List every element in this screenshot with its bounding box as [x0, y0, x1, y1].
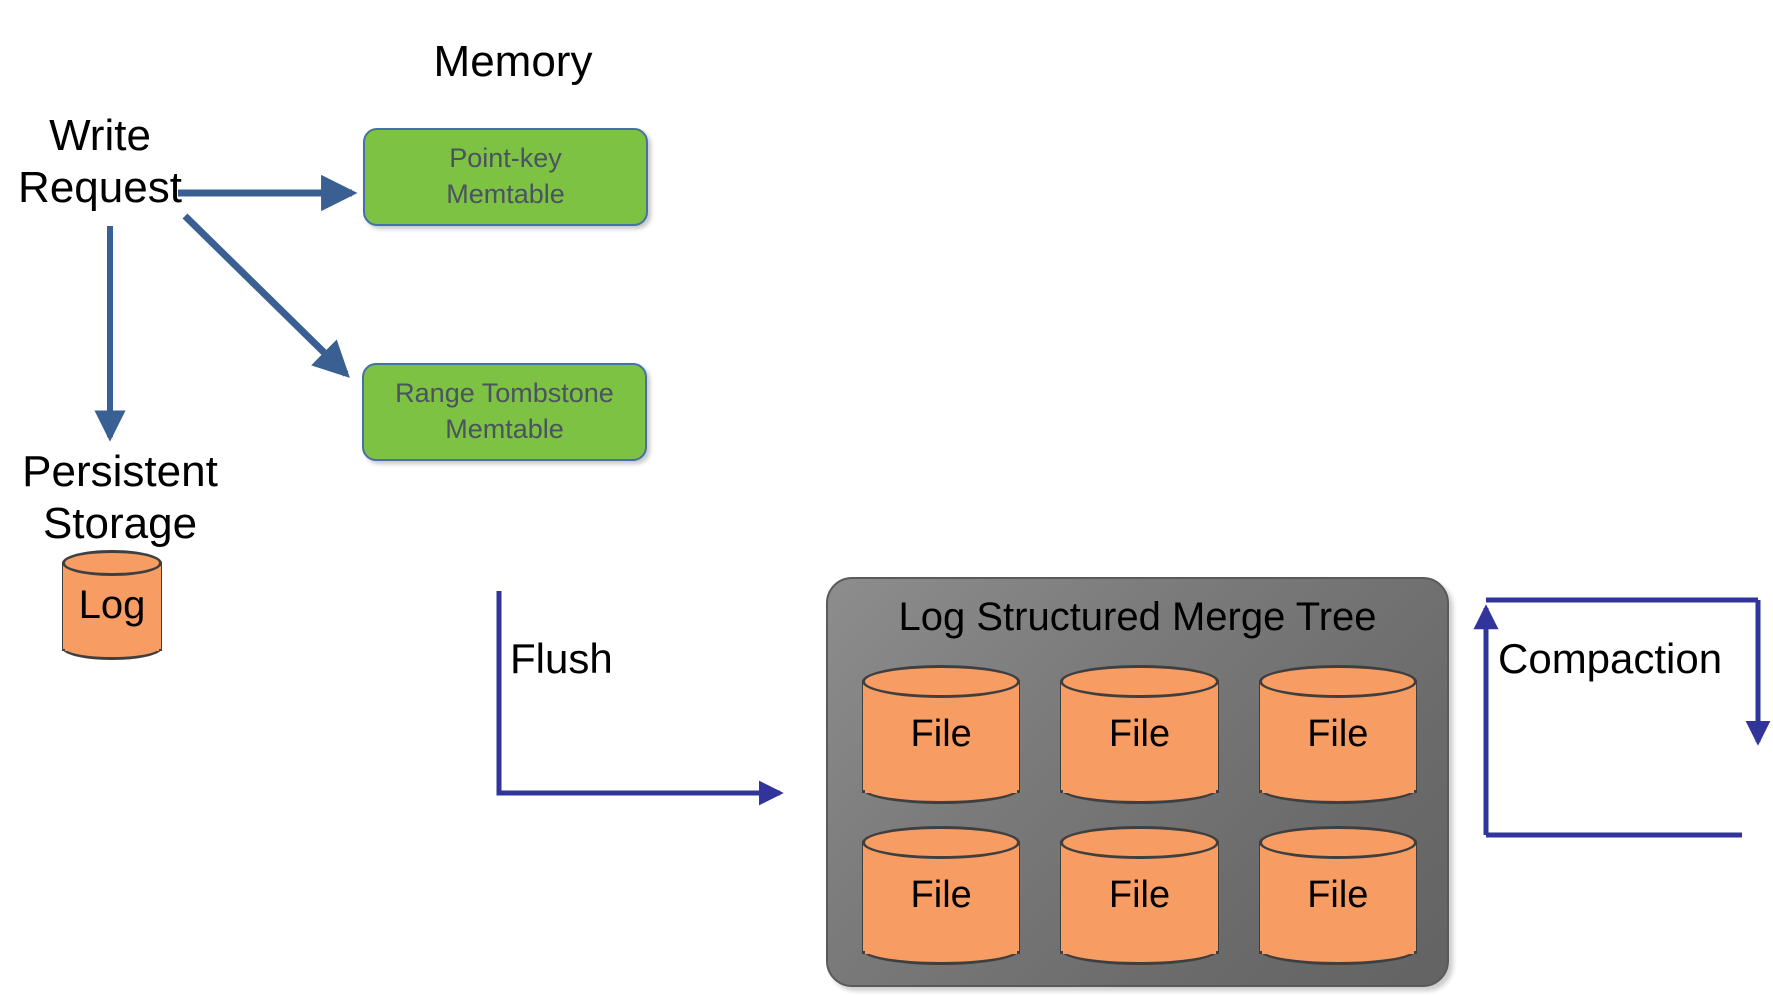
file-cylinder-label: File	[1108, 713, 1171, 755]
compaction-label: Compaction	[1498, 635, 1723, 682]
cylinder-top-cap	[1060, 826, 1219, 860]
arrow-write-to-range-tombstone-memtable	[182, 213, 350, 378]
file-cylinder: File	[1060, 826, 1219, 965]
cylinder-top-cap	[62, 550, 162, 577]
flush-label: Flush	[510, 635, 613, 682]
file-cylinder: File	[1258, 826, 1417, 965]
cylinder-top-cap	[862, 665, 1021, 699]
file-cylinder-label: File	[1307, 874, 1369, 916]
cylinder-body-fill	[1061, 680, 1218, 791]
cylinder-body-fill	[1061, 841, 1218, 952]
cylinder-top-cap	[862, 826, 1021, 860]
cylinder-body-fill	[63, 562, 161, 649]
file-cylinder-label: File	[910, 874, 972, 916]
cylinder-body-fill	[863, 680, 1020, 791]
memory-heading: Memory	[433, 37, 593, 86]
file-cylinder-label: File	[910, 713, 972, 755]
log-cylinder-label: Log	[78, 582, 146, 627]
arrow-flush-to-lsm-tree	[496, 591, 784, 806]
file-cylinder: File	[862, 826, 1021, 965]
cylinder-body-fill	[1259, 841, 1416, 952]
lsm-file-grid: File File File File	[862, 665, 1417, 965]
cylinder-top-cap	[1060, 665, 1219, 699]
cylinder-top-cap	[1258, 826, 1417, 860]
lsm-tree-title: Log Structured Merge Tree	[898, 595, 1377, 639]
log-database-cylinder: Log	[62, 550, 162, 660]
file-cylinder: File	[1060, 665, 1219, 804]
lsm-tree-container: Log Structured Merge Tree File File	[826, 577, 1449, 987]
file-cylinder: File	[862, 665, 1021, 804]
file-cylinder-label: File	[1307, 713, 1369, 755]
file-cylinder-label: File	[1108, 874, 1171, 916]
cylinder-top-cap	[1258, 665, 1417, 699]
file-cylinder: File	[1258, 665, 1417, 804]
cylinder-body-fill	[863, 841, 1020, 952]
cylinder-body-fill	[1259, 680, 1416, 791]
